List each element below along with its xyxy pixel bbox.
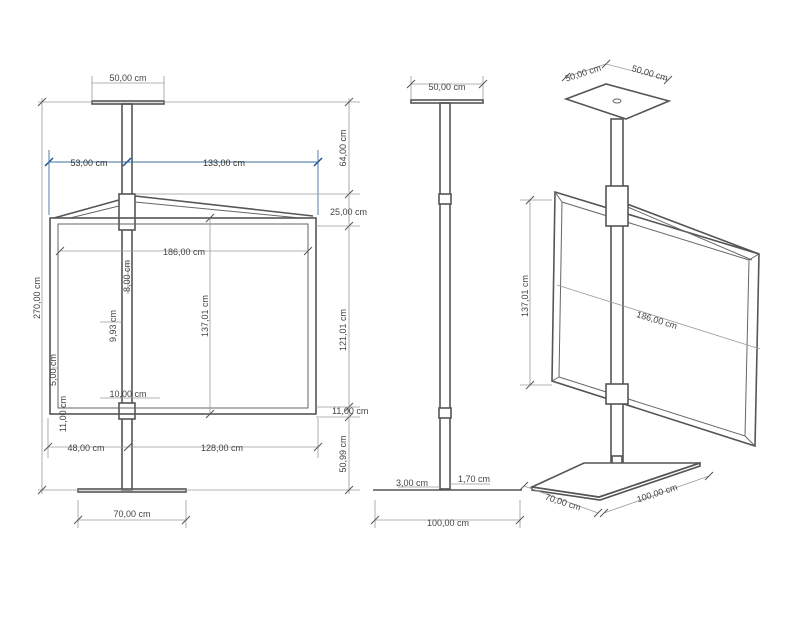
iso-frame-width: 186,00 cm: [635, 309, 678, 331]
side-lower-connector: [438, 407, 452, 419]
side-view: 50,00 cm 3,00 cm 1,70 cm 100,00 cm: [370, 76, 525, 528]
front-bracket-gap: 25,00 cm: [330, 207, 367, 217]
front-small-gap: 5,00 cm: [48, 354, 58, 386]
front-base: [77, 488, 187, 493]
iso-frame-height: 137,01 cm: [520, 275, 530, 317]
iso-view: 50,00 cm 50,00 cm 137,01 cm 186,00 cm 70…: [519, 59, 761, 518]
front-view: 50,00 cm 53,00 cm 133,00 cm 270,00 cm 64…: [32, 73, 368, 528]
front-left-offset: 48,00 cm: [67, 443, 104, 453]
side-tube-width: 1,70 cm: [458, 474, 490, 484]
iso-upper-arm-lower: [622, 204, 753, 261]
side-base-depth: 100,00 cm: [427, 518, 469, 528]
iso-lower-connector: [605, 383, 629, 405]
iso-top-plate-a: 50,00 cm: [564, 63, 602, 84]
front-left-bracket: [53, 199, 120, 219]
side-upper-connector: [438, 193, 452, 205]
front-frame-height-inner: 137,01 cm: [200, 295, 210, 337]
front-bottom-height: 50,99 cm: [338, 435, 348, 472]
front-frame-height: 121,01 cm: [338, 309, 348, 351]
front-side-gap: 9,93 cm: [108, 310, 118, 342]
front-frame-outer: [49, 217, 317, 415]
front-base-plate-width: 50,00 cm: [109, 73, 146, 83]
front-base-width: 70,00 cm: [113, 509, 150, 519]
iso-upper-arm: [605, 195, 760, 255]
front-right-bar-span: 133,00 cm: [203, 158, 245, 168]
front-frame-width: 186,00 cm: [163, 247, 205, 257]
front-top-height: 64,00 cm: [338, 129, 348, 166]
front-total-height: 270,00 cm: [32, 277, 42, 319]
iso-pole: [610, 118, 624, 470]
iso-top-plate: [563, 83, 672, 120]
front-lower-connector: [118, 402, 136, 420]
side-top-plate-width: 50,00 cm: [428, 82, 465, 92]
iso-top-hole: [612, 98, 622, 104]
front-right-lower-gap: 11,00 cm: [332, 406, 368, 416]
front-upper-gap: 8,00 cm: [122, 260, 132, 292]
front-right-offset: 128,00 cm: [201, 443, 243, 453]
front-right-bracket-lower: [134, 201, 301, 219]
front-left-bar-span: 53,00 cm: [70, 158, 107, 168]
front-left-lower-gap: 11,00 cm: [58, 396, 68, 432]
iso-upper-connector: [605, 185, 629, 227]
side-pole: [439, 102, 451, 490]
front-right-bracket: [134, 195, 314, 217]
front-upper-connector: [118, 193, 136, 231]
side-base-thickness: 3,00 cm: [396, 478, 428, 488]
front-left-bracket-lower: [69, 205, 120, 219]
front-frame-inner: [57, 223, 309, 409]
front-lower-gap: 10,00 cm: [109, 389, 146, 399]
iso-top-plate-b: 50,00 cm: [631, 63, 669, 83]
iso-base-edge: [531, 461, 701, 501]
